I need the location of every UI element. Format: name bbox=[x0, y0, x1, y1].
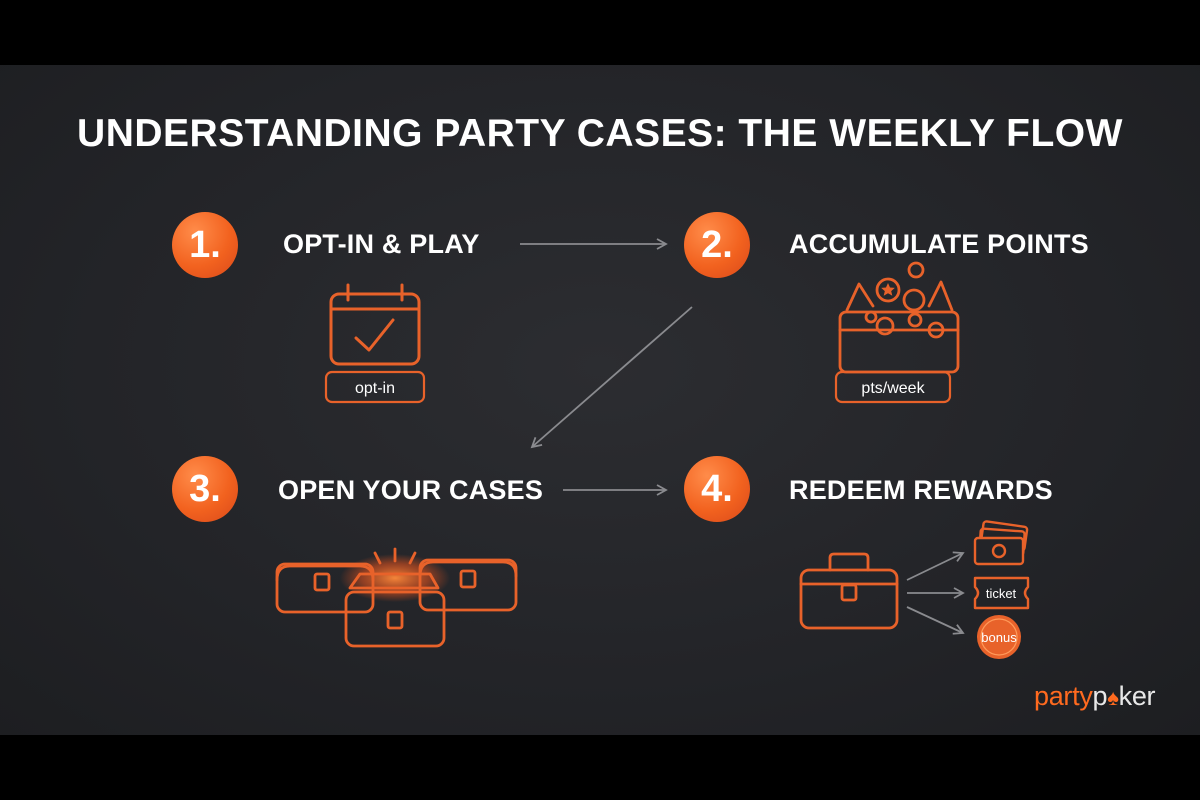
reward-ticket-label: ticket bbox=[986, 586, 1017, 601]
open-cases-icon bbox=[275, 547, 518, 648]
step-3-badge: 3. bbox=[172, 456, 238, 522]
step-1-label: OPT-IN & PLAY bbox=[283, 229, 480, 259]
step-1-badge: 1. bbox=[172, 212, 238, 278]
logo-ker: ker bbox=[1118, 681, 1156, 711]
arrow-2-to-3 bbox=[530, 306, 693, 449]
logo-party: party bbox=[1034, 681, 1093, 711]
step-3-label: OPEN YOUR CASES bbox=[278, 475, 544, 505]
logo-p: p bbox=[1092, 681, 1108, 711]
step-1-icon-caption: opt-in bbox=[355, 380, 395, 397]
briefcase-rewards-icon bbox=[799, 552, 899, 630]
treasure-chest-icon bbox=[834, 261, 960, 404]
partypoker-logo: partyp♠ker bbox=[1034, 681, 1156, 712]
bonus-coin-rim bbox=[980, 618, 1018, 656]
star-coin-icon bbox=[881, 283, 895, 296]
spade-icon: ♠ bbox=[1107, 685, 1119, 710]
step-4-label: REDEEM REWARDS bbox=[789, 475, 1053, 505]
reward-bonus-label: bonus bbox=[981, 630, 1017, 645]
step-2-icon-caption: pts/week bbox=[861, 380, 925, 397]
reward-arrow-bonus bbox=[906, 606, 965, 635]
cash-icon bbox=[973, 520, 1029, 566]
step-4-badge: 4. bbox=[684, 456, 750, 522]
step-2-label: ACCUMULATE POINTS bbox=[789, 229, 1089, 259]
calendar-check-icon bbox=[324, 283, 426, 404]
ticket-icon bbox=[973, 576, 1030, 610]
step-2-badge: 2. bbox=[684, 212, 750, 278]
diagram-title: UNDERSTANDING PARTY CASES: THE WEEKLY FL… bbox=[77, 112, 1123, 155]
reward-arrow-cash bbox=[906, 551, 965, 581]
bonus-coin-icon bbox=[977, 615, 1021, 659]
